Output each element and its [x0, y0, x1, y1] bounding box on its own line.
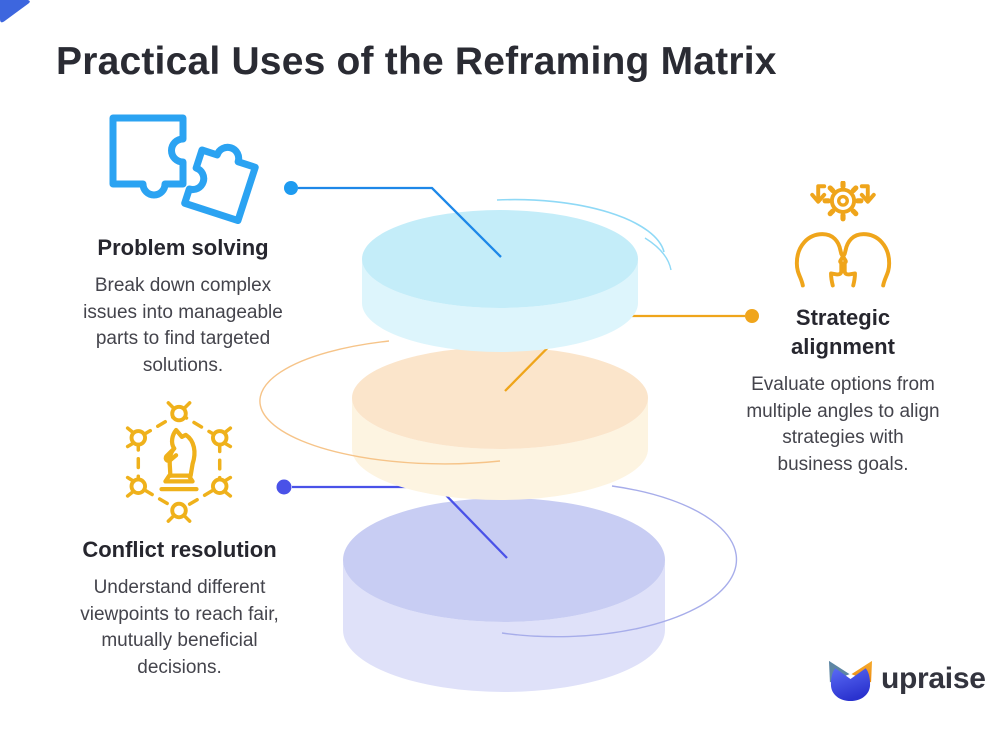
section-heading: Conflict resolution	[82, 537, 277, 562]
upraise-logo-mark	[828, 660, 873, 702]
head-profile-left	[794, 232, 848, 288]
down-arrow-right	[859, 184, 876, 204]
down-arrow-left	[810, 184, 827, 204]
bottom-disc-arc	[501, 485, 738, 638]
page-title: Practical Uses of the Reframing Matrix	[56, 40, 777, 83]
stack-layer-top	[362, 198, 672, 352]
section-problem-solving: Problem solving Break down complex issue…	[73, 233, 293, 379]
stack-layer-middle	[259, 340, 648, 500]
section-body: Break down complex issues into manageabl…	[83, 275, 283, 376]
section-heading: Problem solving	[97, 235, 269, 260]
section-strategic-alignment: Strategic alignment Evaluate options fro…	[743, 303, 943, 478]
knight-network-icon	[125, 401, 233, 523]
gear-glyph	[822, 181, 864, 222]
connector-dot-amber	[745, 309, 759, 323]
gear-between-heads-icon	[794, 181, 892, 288]
top-disc-arc-short	[644, 237, 672, 271]
upraise-logo-text: upraise	[881, 661, 986, 695]
section-heading: Strategic alignment	[791, 305, 895, 359]
logo-body-petal	[830, 668, 871, 702]
connector-problem-solving	[284, 181, 502, 258]
middle-disc-arc	[259, 340, 501, 465]
connector-dot-indigo	[276, 479, 292, 495]
section-conflict-resolution: Conflict resolution Understand different…	[57, 535, 302, 681]
network-nodes	[129, 404, 229, 520]
upraise-logo: upraise	[827, 654, 986, 703]
puzzle-pieces-icon	[109, 114, 259, 224]
knight-glyph	[159, 427, 199, 492]
dashed-hexagon	[136, 411, 222, 513]
stack-layer-bottom	[343, 485, 738, 692]
top-disc-arc	[496, 198, 665, 253]
connector-dot-blue	[284, 181, 298, 195]
section-body: Understand different viewpoints to reach…	[80, 577, 279, 678]
node-spokes	[125, 401, 233, 523]
corner-accent-shape	[0, 0, 30, 23]
head-profile-right	[838, 232, 892, 288]
section-body: Evaluate options from multiple angles to…	[746, 374, 940, 475]
